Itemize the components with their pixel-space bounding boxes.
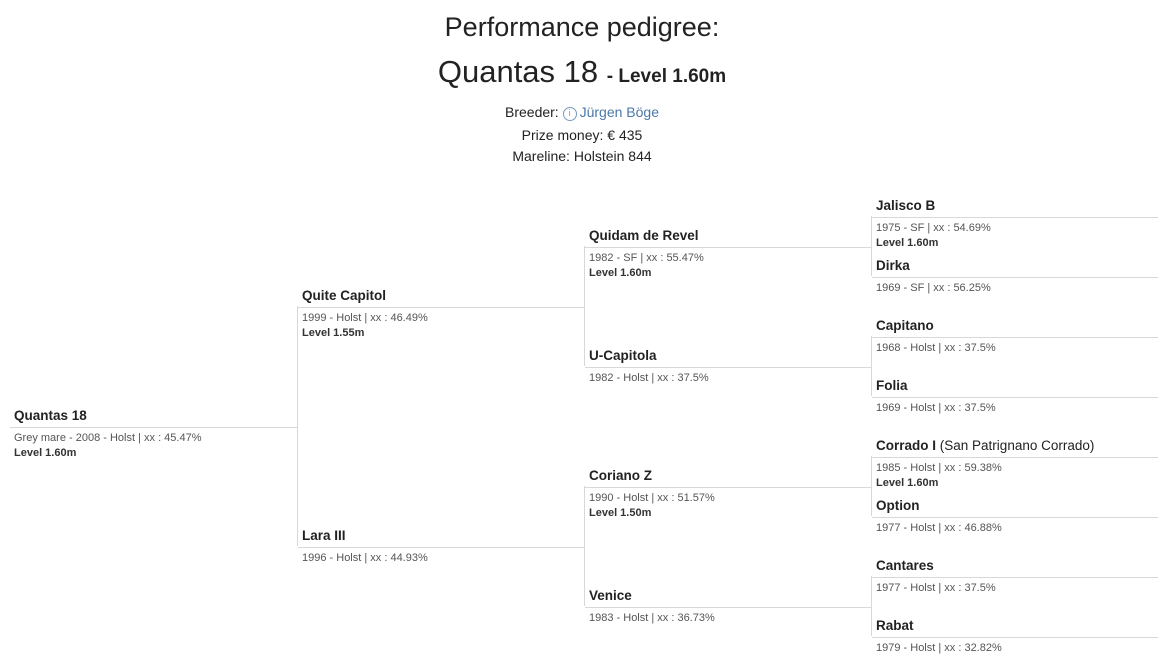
horse-level: Level 1.50m [589,507,652,519]
horse-level: - Level 1.60m [606,66,727,87]
pedigree-dds[interactable]: Cantares 1977 - Holst | xx : 37.5% [872,558,1158,594]
connector-line [871,576,872,636]
pedigree-sds[interactable]: Capitano 1968 - Holst | xx : 37.5% [872,318,1158,354]
pedigree-dam[interactable]: Lara III 1996 - Holst | xx : 44.93% [298,528,584,564]
mareline-row: Mareline: Holstein 844 [0,148,1164,164]
horse-name-row[interactable]: Corrado I (San Patrignano Corrado) [872,438,1158,455]
pedigree-dsd[interactable]: Option 1977 - Holst | xx : 46.88% [872,498,1158,534]
connector-line [584,246,585,366]
page-title: Performance pedigree: [444,12,720,42]
horse-meta: 1977 - Holst | xx : 46.88% [876,522,1002,534]
horse-level: Level 1.60m [876,237,939,249]
horse-meta: Grey mare - 2008 - Holst | xx : 45.47% [14,432,202,444]
connector-line [584,486,585,606]
horse-meta: 1983 - Holst | xx : 36.73% [589,612,715,624]
horse-meta: 1996 - Holst | xx : 44.93% [302,552,428,564]
horse-meta: 1977 - Holst | xx : 37.5% [876,582,996,594]
horse-name[interactable]: Venice [589,588,632,603]
horse-level: Level 1.60m [876,477,939,489]
breeder-name[interactable]: Jürgen Böge [579,104,659,120]
horse-name[interactable]: Capitano [876,318,934,333]
pedigree-ddd[interactable]: Rabat 1979 - Holst | xx : 32.82% [872,618,1158,654]
pedigree-sdd[interactable]: Folia 1969 - Holst | xx : 37.5% [872,378,1158,414]
horse-level: Level 1.55m [302,327,365,339]
horse-meta: 1985 - Holst | xx : 59.38% [876,462,1002,474]
prize-value: € 435 [607,127,643,143]
horse-level: Level 1.60m [589,267,652,279]
horse-name[interactable]: Dirka [876,258,910,273]
horse-name[interactable]: Coriano Z [589,468,652,483]
horse-meta: 1982 - Holst | xx : 37.5% [589,372,709,384]
horse-name: Quantas 18 [437,54,599,89]
horse-meta: 1979 - Holst | xx : 32.82% [876,642,1002,654]
pedigree-sire-dam[interactable]: U-Capitola 1982 - Holst | xx : 37.5% [585,348,871,384]
pedigree-sss[interactable]: Jalisco B 1975 - SF | xx : 54.69% Level … [872,198,1158,249]
horse-meta: 1999 - Holst | xx : 46.49% [302,312,428,324]
pedigree-subject[interactable]: Quantas 18 Grey mare - 2008 - Holst | xx… [10,408,297,459]
prize-label: Prize money: [521,127,604,143]
horse-name[interactable]: Lara III [302,528,346,543]
horse-title: Quantas 18 - Level 1.60m [0,54,1164,90]
horse-meta: 1975 - SF | xx : 54.69% [876,222,991,234]
horse-name[interactable]: U-Capitola [589,348,657,363]
horse-name[interactable]: Jalisco B [876,198,936,213]
horse-meta: 1982 - SF | xx : 55.47% [589,252,704,264]
pedigree-sire-sire[interactable]: Quidam de Revel 1982 - SF | xx : 55.47% … [585,228,871,279]
horse-name[interactable]: Corrado I [876,438,937,453]
horse-meta: 1969 - Holst | xx : 37.5% [876,402,996,414]
horse-level: Level 1.60m [14,447,77,459]
horse-name[interactable]: Folia [876,378,908,393]
breeder-label: Breeder: [505,104,559,120]
horse-name[interactable]: Cantares [876,558,934,573]
pedigree-dam-dam[interactable]: Venice 1983 - Holst | xx : 36.73% [585,588,871,624]
prize-money-row: Prize money: € 435 [0,127,1164,143]
horse-name[interactable]: Quite Capitol [302,288,386,303]
horse-meta: 1968 - Holst | xx : 37.5% [876,342,996,354]
horse-name[interactable]: Quantas 18 [14,408,87,423]
connector-line [871,456,872,516]
horse-name[interactable]: Option [876,498,920,513]
horse-meta: 1990 - Holst | xx : 51.57% [589,492,715,504]
pedigree-ssd[interactable]: Dirka 1969 - SF | xx : 56.25% [872,258,1158,294]
horse-name[interactable]: Quidam de Revel [589,228,699,243]
horse-meta: 1969 - SF | xx : 56.25% [876,282,991,294]
mareline-label: Mareline: [512,148,570,164]
pedigree-sire[interactable]: Quite Capitol 1999 - Holst | xx : 46.49%… [298,288,584,339]
horse-alias: (San Patrignano Corrado) [939,438,1095,453]
connector-line [871,216,872,276]
connector-line [871,336,872,396]
pedigree-dss[interactable]: Corrado I (San Patrignano Corrado) 1985 … [872,438,1158,489]
pedigree-dam-sire[interactable]: Coriano Z 1990 - Holst | xx : 51.57% Lev… [585,468,871,519]
connector-line [297,306,298,546]
info-icon[interactable]: i [562,107,577,121]
mareline-value: Holstein 844 [573,148,652,164]
horse-name[interactable]: Rabat [876,618,914,633]
